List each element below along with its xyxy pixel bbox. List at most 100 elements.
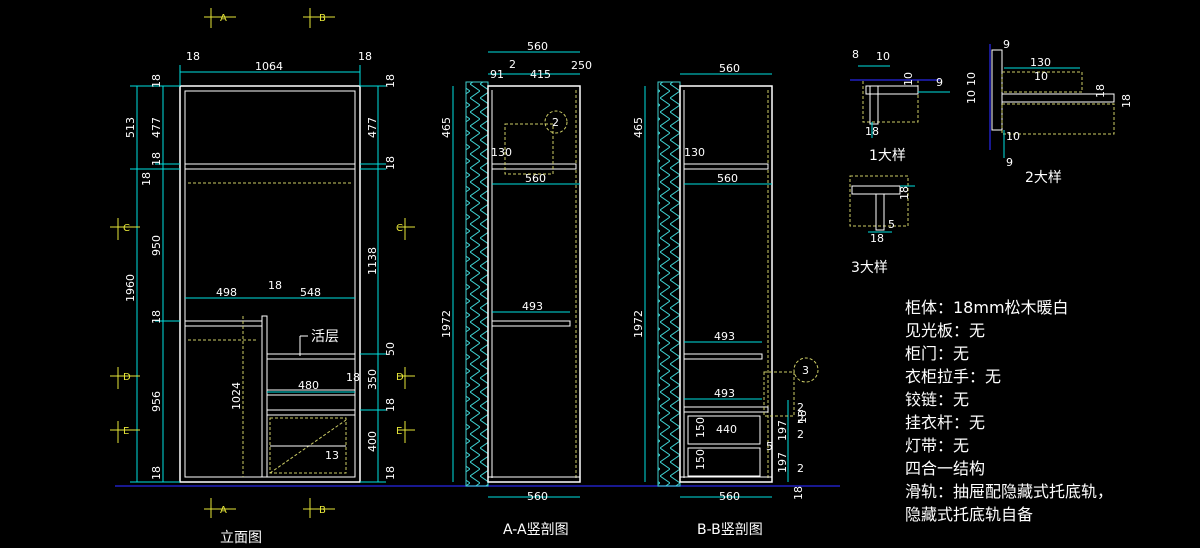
detail-2-dim-10b: 10	[965, 72, 978, 86]
detail-1-side	[869, 85, 879, 125]
svg-text:E: E	[123, 426, 129, 437]
bb-dim-right-18a: 18	[796, 410, 809, 424]
bb-dim-560-inner: 560	[717, 172, 738, 185]
elevation-drawer-top	[266, 409, 356, 416]
section-bb-view: 560 465 1972 130 560 493 493 440 150 150…	[632, 62, 819, 538]
section-mark-a-top: A	[204, 8, 236, 28]
aa-dim-415: 415	[530, 68, 551, 81]
elevation-middle-shelf	[184, 320, 263, 327]
elevation-active-shelf	[266, 353, 356, 360]
bb-dim-560-bottom: 560	[719, 490, 740, 503]
bb-dim-right-2b: 2	[797, 413, 804, 426]
bb-dim-right-2a: 2	[797, 401, 804, 414]
detail-2-dim-10d: 10	[1006, 130, 1020, 143]
aa-bottom-plate	[487, 476, 581, 483]
bb-middle-shelf	[683, 353, 763, 360]
elevation-divider	[261, 315, 268, 478]
aa-dim-2a: 2	[509, 58, 516, 71]
bb-dim-right-2d: 2	[797, 462, 804, 475]
bb-dim-right-2c: 2	[797, 428, 804, 441]
detail-3-dim-18b: 18	[870, 232, 884, 245]
aa-top-shelf	[491, 163, 577, 170]
bb-callout-box	[763, 371, 795, 417]
detail-1-dim-9: 9	[936, 76, 943, 89]
svg-text:A: A	[220, 13, 227, 24]
dim-inner-498: 498	[216, 286, 237, 299]
dim-inner-18: 18	[268, 279, 282, 292]
dim-right-1138: 1138	[366, 247, 379, 275]
aa-dim-560-bottom: 560	[527, 490, 548, 503]
dim-top-18-right: 18	[358, 50, 372, 63]
bb-dim-1972: 1972	[632, 310, 645, 338]
elevation-cabinet-inner	[184, 90, 356, 478]
note-door: 柜门：无	[905, 344, 970, 363]
caption-section-aa: A-A竖剖图	[503, 522, 569, 538]
caption-section-bb: B-B竖剖图	[697, 522, 763, 538]
bb-callout-number: 3	[802, 364, 809, 377]
detail-1-panel	[865, 85, 919, 95]
bb-dim-right-197b: 197	[776, 452, 789, 473]
dim-right-18-shelf: 18	[384, 156, 397, 170]
section-mark-b-bottom: B	[303, 498, 335, 518]
dim-left-18-bottom: 18	[150, 466, 163, 480]
svg-text:D: D	[123, 372, 131, 383]
detail-2-dim-9-bottom: 9	[1006, 156, 1013, 169]
bb-wall-hatch	[657, 81, 681, 487]
dim-right-18-top: 18	[384, 74, 397, 88]
bb-bottom-plate	[679, 476, 773, 483]
svg-text:A: A	[220, 505, 227, 516]
dim-top-1064: 1064	[255, 60, 283, 73]
bb-dim-150-b: 150	[694, 449, 707, 470]
detail-3-panel	[851, 185, 901, 195]
detail-2-wall	[991, 49, 1003, 131]
svg-text:B: B	[319, 13, 326, 24]
svg-text:C: C	[396, 223, 403, 234]
detail-2-shelf	[1001, 93, 1115, 103]
detail-2-dim-10a: 10	[1034, 70, 1048, 83]
dim-right-400: 400	[366, 431, 379, 452]
bb-dim-right-18b: 18	[792, 486, 805, 500]
detail-2-dim-18a: 18	[1094, 84, 1107, 98]
dim-left-18-top: 18	[150, 74, 163, 88]
detail-1-dim-8: 8	[852, 48, 859, 61]
aa-callout-circle	[544, 110, 568, 134]
detail-2: 9 130 10 10 10 18 18 10 9 2大样	[965, 38, 1133, 186]
detail-2-box2	[1001, 103, 1115, 135]
caption-detail-3: 3大样	[851, 260, 888, 276]
bb-dim-560-top: 560	[719, 62, 740, 75]
dim-left-950: 950	[150, 235, 163, 256]
note-slide-rail-2: 隐藏式托底轨自备	[905, 505, 1034, 524]
bb-shelf-2	[683, 406, 769, 413]
detail-3-dim-5: 5	[888, 218, 895, 231]
dim-right-18-mid: 18	[384, 398, 397, 412]
elevation-drawer-box	[269, 417, 347, 474]
spec-notes: 柜体：18mm松木暖白 见光板：无 柜门：无 衣柜拉手：无 铰链：无 挂衣杆：无…	[905, 296, 1195, 526]
dim-right-477: 477	[366, 117, 379, 138]
note-light-strip: 灯带：无	[905, 436, 970, 455]
dim-right-350: 350	[366, 369, 379, 390]
detail-3-dim-18a: 18	[898, 186, 911, 200]
detail-1-dim-18: 18	[865, 125, 879, 138]
dim-inner-548: 548	[300, 286, 321, 299]
bb-top-shelf	[683, 163, 769, 170]
dim-left-956: 956	[150, 391, 163, 412]
note-cabinet-body: 柜体：18mm松木暖白	[905, 298, 1069, 317]
aa-wall-hatch	[465, 81, 489, 487]
dim-inner-13: 13	[325, 449, 339, 462]
caption-detail-1: 1大样	[869, 148, 906, 164]
dim-left-1960: 1960	[124, 274, 137, 302]
section-aa-view: 560 91 2 415 2 50 465 1972 130 560 493 5…	[440, 40, 592, 538]
bb-dim-493-a: 493	[714, 330, 735, 343]
section-mark-c: C C	[110, 218, 415, 240]
dim-left-513: 513	[124, 117, 137, 138]
label-active-shelf: 活层	[311, 329, 339, 345]
dim-left-18-shelf: 18	[150, 152, 163, 166]
note-visible-panel: 见光板：无	[905, 321, 986, 340]
note-hanging-rod: 挂衣杆：无	[905, 413, 986, 432]
detail-2-dim-18b: 18	[1120, 94, 1133, 108]
elevation-view: 18 1064 18 18 513 477 18 18 950 1960 18 …	[110, 8, 840, 546]
bb-dim-right-197a: 197	[776, 420, 789, 441]
dim-right-50: 50	[384, 342, 397, 356]
bb-dim-465: 465	[632, 117, 645, 138]
